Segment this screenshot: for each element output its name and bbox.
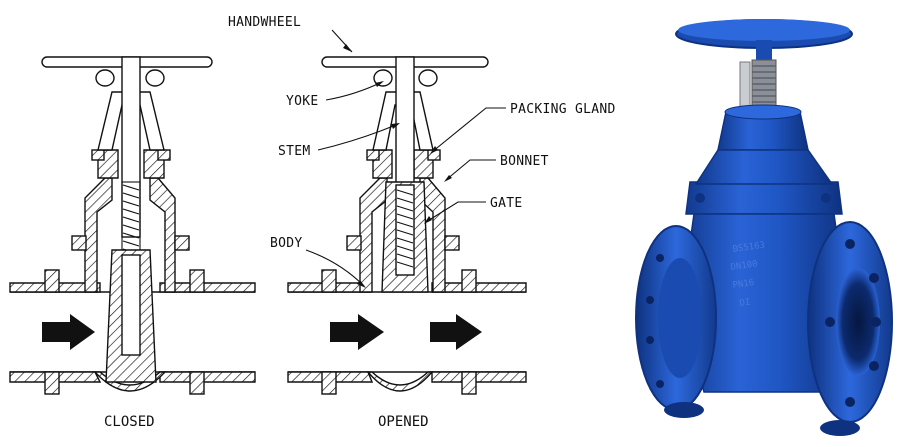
caption-closed: CLOSED: [104, 414, 155, 430]
label-stem: STEM: [278, 144, 311, 159]
label-bonnet: BONNET: [500, 154, 549, 169]
opened-pipe-bore: [288, 292, 526, 372]
opened-flow-arrow-left-icon: [330, 314, 384, 350]
opened-valve-drawing: [287, 56, 527, 395]
svg-text:DI: DI: [739, 298, 751, 309]
closed-valve-drawing: [9, 56, 256, 395]
label-packing-gland: PACKING GLAND: [510, 102, 616, 117]
photo-bore: [836, 268, 880, 376]
caption-opened: OPENED: [378, 414, 429, 430]
part-labels: HANDWHEEL YOKE STEM PACKING GLAND BONNET…: [228, 15, 616, 288]
gate-valve-photo: BS5163 DN100 PN16 DI: [635, 19, 893, 436]
svg-text:BS5163: BS5163: [732, 241, 766, 255]
svg-text:PN16: PN16: [732, 278, 755, 291]
label-yoke: YOKE: [286, 94, 319, 109]
photo-body-markings: BS5163 DN100 PN16 DI: [730, 241, 766, 309]
label-gate: GATE: [490, 196, 523, 211]
label-body: BODY: [270, 236, 303, 251]
label-handwheel: HANDWHEEL: [228, 15, 301, 30]
opened-flow-arrow-right-icon: [430, 314, 482, 350]
svg-text:DN100: DN100: [730, 259, 758, 273]
closed-flow-arrow-icon: [42, 314, 95, 350]
opened-stem-thread: [396, 189, 414, 268]
